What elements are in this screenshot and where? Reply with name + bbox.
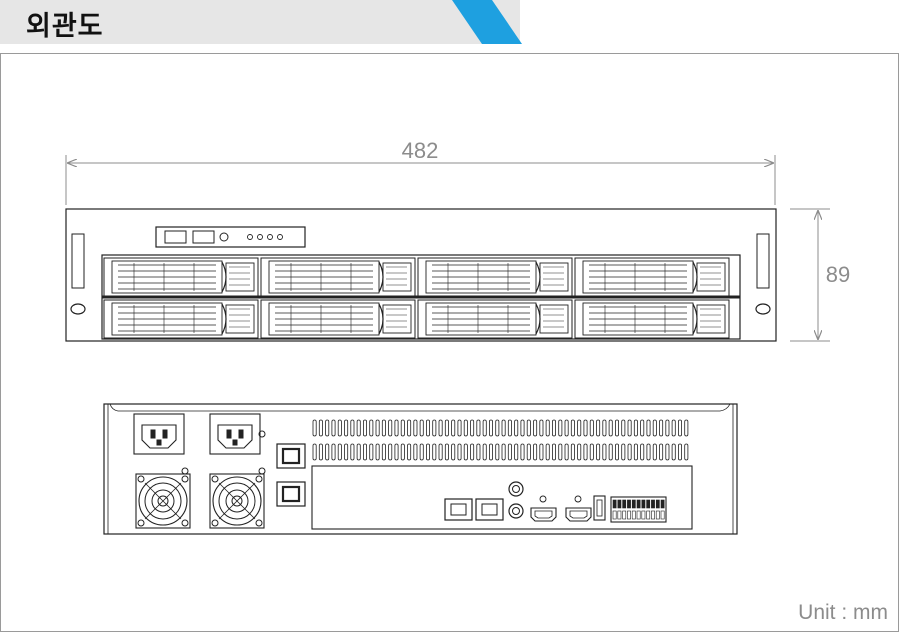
drive-bay (260, 299, 416, 339)
power-supply-1 (133, 413, 191, 529)
right-rack-ear-slot (756, 233, 770, 289)
left-rack-ear-slot (71, 233, 85, 289)
drive-bay (417, 299, 573, 339)
lan-ports (444, 498, 504, 521)
hdmi-ports (530, 495, 592, 522)
diagram-frame (0, 53, 899, 632)
terminal-block (610, 496, 667, 523)
front-view (65, 208, 777, 342)
power-switches (276, 443, 306, 507)
width-label: 482 (402, 138, 439, 163)
drive-bay (260, 257, 416, 297)
header-accent-stripe (452, 0, 522, 44)
ventilation-slots (312, 419, 689, 461)
unit-label: Unit : mm (798, 601, 888, 624)
drive-bay (103, 299, 259, 339)
height-dimension: 89 (790, 208, 850, 342)
usb-port (593, 495, 606, 521)
right-rack-hole (755, 303, 771, 315)
drive-bay (103, 257, 259, 297)
height-label: 89 (826, 262, 850, 287)
rear-view (103, 403, 738, 535)
drive-bay (574, 257, 730, 297)
drive-bay (574, 299, 730, 339)
power-supply-2 (209, 413, 265, 529)
width-dimension: 482 (65, 138, 776, 205)
header-bar (0, 0, 520, 44)
audio-jacks (508, 481, 524, 519)
left-rack-hole (70, 303, 86, 315)
front-control-panel (155, 226, 306, 248)
drive-bay (417, 257, 573, 297)
section-title: 외관도 (26, 11, 104, 42)
section-header: 외관도 (0, 0, 900, 44)
io-panel (311, 465, 693, 530)
